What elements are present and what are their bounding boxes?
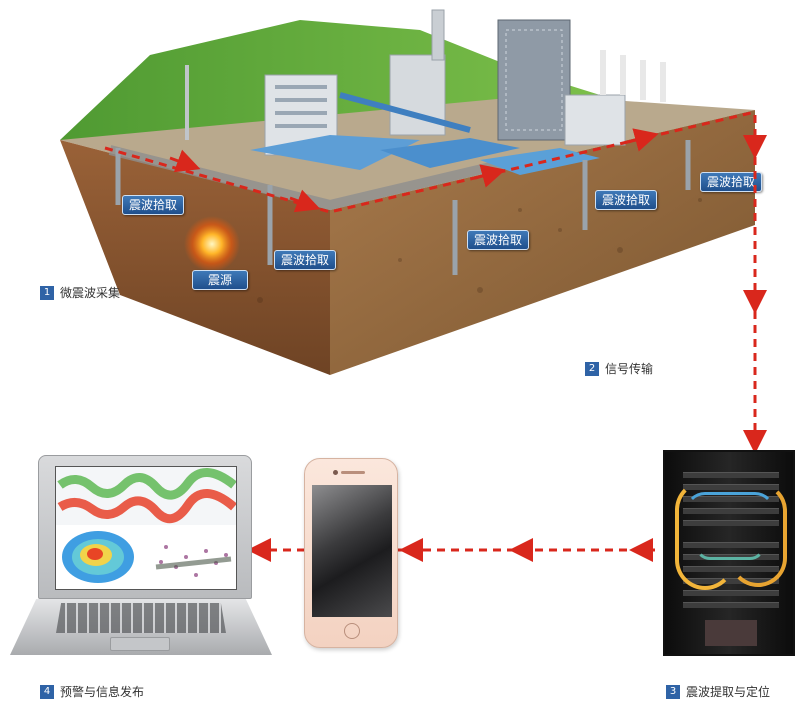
phone-home-button: [344, 623, 360, 639]
step-label: 预警与信息发布: [60, 685, 145, 699]
rack-unit: [683, 590, 779, 596]
phone-speaker: [341, 471, 365, 474]
laptop-keyboard: [56, 603, 226, 633]
sensor-label-1: 震波拾取: [122, 195, 185, 215]
seismic-source-burst: [184, 216, 240, 272]
server-rack: [663, 450, 795, 656]
rack-power-unit: [705, 620, 757, 646]
step-1-caption: 1 微震波采集: [40, 284, 120, 301]
step-3-caption: 3 震波提取与定位: [666, 683, 770, 700]
step-2-caption: 2 信号传输: [585, 360, 653, 377]
phone-screen: [312, 485, 392, 617]
rack-cable-teal: [695, 530, 765, 560]
smartphone: [304, 458, 398, 648]
phone-camera: [333, 470, 338, 475]
laptop-screen: [55, 466, 237, 590]
step-label: 信号传输: [605, 362, 654, 376]
step-number: 3: [666, 684, 680, 699]
laptop-lid: [38, 455, 252, 599]
step-number: 1: [40, 285, 54, 300]
sensor-label-2: 震波拾取: [274, 250, 337, 270]
laptop-monitor-display: [10, 455, 272, 660]
step-4-caption: 4 预警与信息发布: [40, 683, 144, 700]
waveform-dashboard: [56, 467, 236, 589]
rack-unit: [683, 578, 779, 584]
sensor-label-5: 震波拾取: [700, 172, 763, 192]
step-number: 4: [40, 684, 54, 699]
terrain-block: [60, 9, 755, 375]
rack-cable-orange: [675, 480, 735, 590]
sensor-label-4: 震波拾取: [595, 190, 658, 210]
rack-unit: [683, 472, 779, 478]
seismic-source-label: 震源: [192, 270, 248, 290]
rack-cable-blue: [685, 492, 775, 532]
sensor-label-3: 震波拾取: [467, 230, 530, 250]
step-label: 震波提取与定位: [686, 685, 771, 699]
rack-unit: [683, 602, 779, 608]
rack-unit: [683, 484, 779, 490]
rack-cable-orange: [729, 482, 787, 587]
mine-site-illustration: 震波拾取 震波拾取 震波拾取 震波拾取 震波拾取 震源: [60, 9, 763, 375]
step-number: 2: [585, 361, 599, 376]
step-label: 微震波采集: [60, 286, 121, 300]
laptop-trackpad: [110, 637, 170, 651]
